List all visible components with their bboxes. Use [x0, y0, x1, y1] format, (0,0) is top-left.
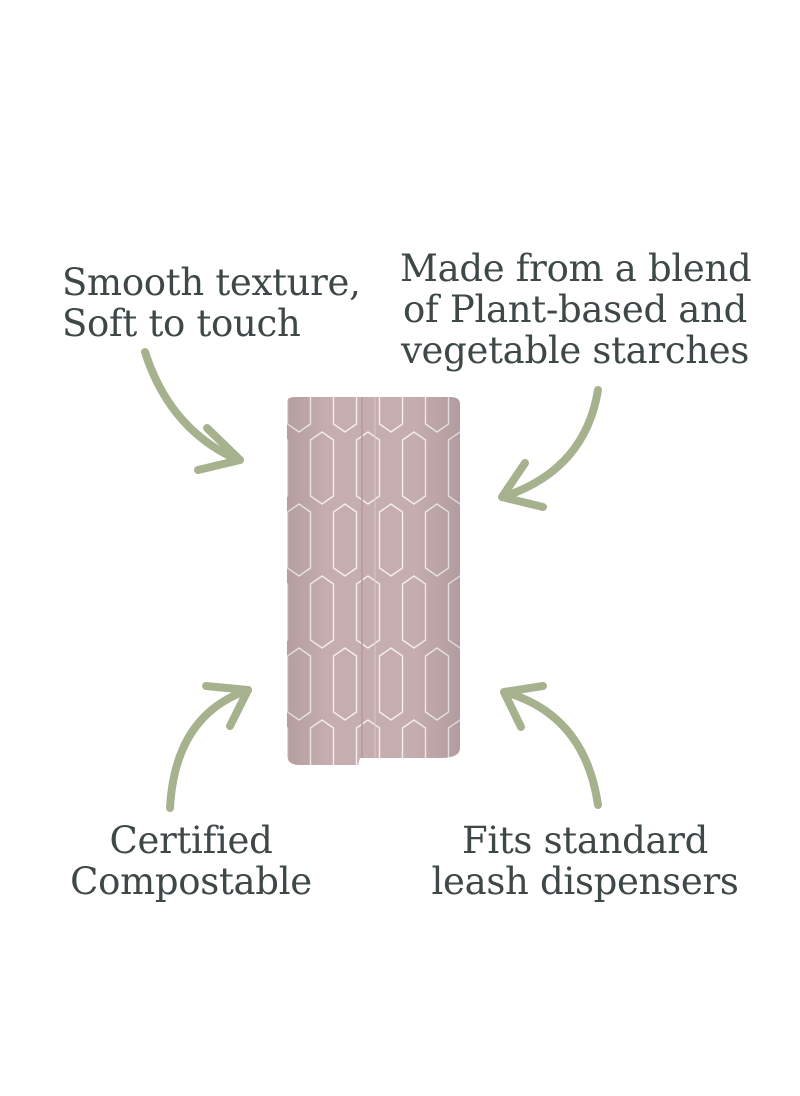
feature-smooth-texture: Smooth texture, Soft to touch [62, 262, 361, 344]
feature-compostable: Certified Compostable [60, 820, 322, 902]
feature-line: Made from a blend [400, 247, 752, 290]
feature-line: Fits standard [461, 819, 709, 862]
feature-plant-based: Made from a blend of Plant-based and veg… [400, 247, 752, 372]
feature-line: leash dispensers [431, 860, 739, 903]
feature-fits-dispensers: Fits standard leash dispensers [430, 820, 740, 902]
feature-line: Smooth texture, [62, 261, 361, 304]
feature-line: Soft to touch [62, 302, 301, 345]
feature-line: vegetable starches [400, 329, 750, 372]
feature-line: Certified [109, 819, 273, 862]
feature-line: Compostable [70, 860, 312, 903]
feature-line: of Plant-based and [403, 288, 747, 331]
